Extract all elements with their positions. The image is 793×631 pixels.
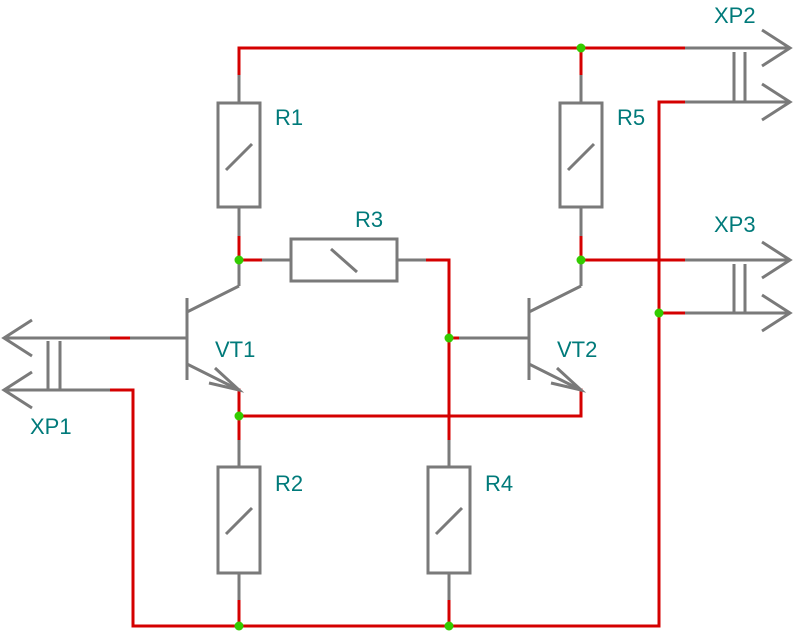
junctions <box>234 43 664 631</box>
resistor-r2 <box>216 440 262 600</box>
junction-dot <box>654 308 664 318</box>
resistor-r3 <box>262 237 426 283</box>
label-r4: R4 <box>485 471 513 496</box>
junction-dot <box>444 621 454 631</box>
label-r2: R2 <box>275 471 303 496</box>
wire-emitter-bus <box>237 388 583 418</box>
connector-xp1 <box>1 318 110 410</box>
label-r3: R3 <box>355 207 383 232</box>
label-vt1: VT1 <box>215 337 255 362</box>
label-r1: R1 <box>275 105 303 130</box>
label-xp3: XP3 <box>714 212 756 237</box>
resistor-r1 <box>216 75 262 236</box>
junction-dot <box>444 333 454 343</box>
transistor-vt2 <box>459 260 587 393</box>
junction-dot <box>234 255 244 265</box>
label-vt2: VT2 <box>557 337 597 362</box>
resistor-r4 <box>426 440 472 600</box>
label-xp1: XP1 <box>30 414 72 439</box>
junction-dot <box>234 621 244 631</box>
junction-dot <box>576 255 586 265</box>
labels: R1 R5 R3 VT1 VT2 R2 R4 XP1 XP2 XP3 <box>30 3 756 496</box>
transistor-vt1 <box>130 260 245 393</box>
resistor-r5 <box>558 75 604 236</box>
connector-xp2 <box>685 28 793 122</box>
wire-ground-left <box>108 100 687 628</box>
connector-xp3 <box>685 240 793 333</box>
junction-dot <box>234 411 244 421</box>
wire-r3-vt2-base <box>424 258 451 442</box>
junction-dot <box>576 43 586 53</box>
label-r5: R5 <box>617 105 645 130</box>
wire-top-rail <box>237 46 687 77</box>
label-xp2: XP2 <box>714 3 756 28</box>
